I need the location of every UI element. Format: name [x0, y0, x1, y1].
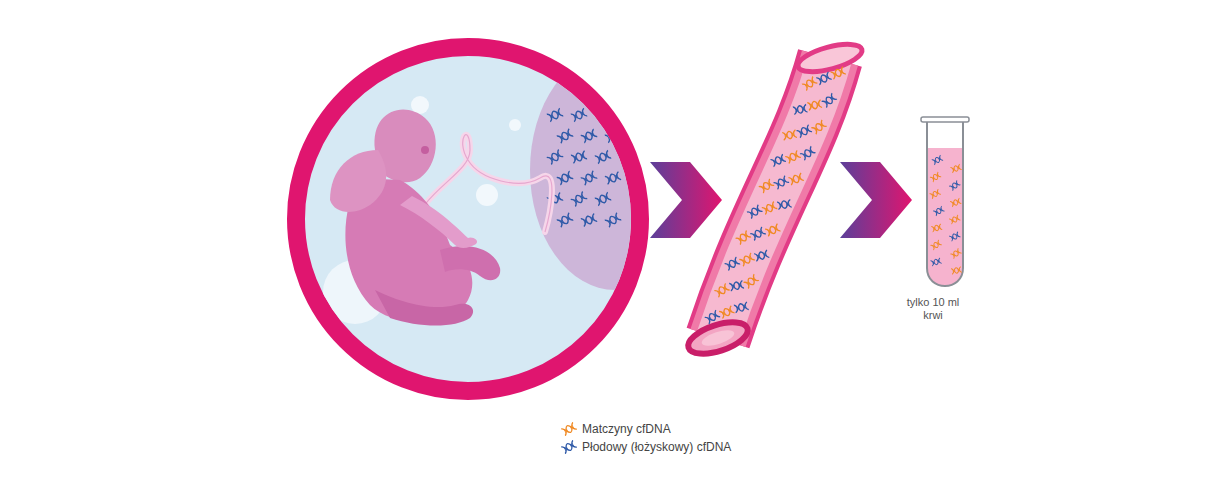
dna-icon	[571, 192, 587, 207]
blood-vessel	[685, 39, 865, 360]
dna-icon	[736, 231, 751, 245]
dna-icon	[797, 125, 812, 138]
dna-icon	[725, 257, 740, 270]
dna-icon	[747, 205, 762, 219]
dna-icon	[719, 306, 734, 319]
dna-icon	[811, 120, 826, 134]
dna-icon	[802, 77, 817, 91]
dna-icon	[739, 253, 754, 266]
dna-icon	[774, 176, 789, 189]
dna-icon	[949, 180, 960, 190]
dna-icon	[789, 173, 804, 185]
dna-icon	[759, 179, 774, 193]
dna-icon	[729, 281, 744, 291]
dna-icon	[705, 310, 720, 324]
dna-icon	[595, 150, 611, 163]
dna-icon	[930, 172, 941, 182]
dna-icon	[822, 93, 837, 107]
dna-icon	[581, 171, 597, 185]
dna-icon	[950, 198, 961, 207]
dna-icon	[931, 258, 942, 266]
dna-icon	[930, 189, 941, 198]
dna-icon	[561, 422, 576, 435]
dna-icon	[581, 129, 597, 143]
dna-icon	[744, 274, 759, 288]
dna-icon	[754, 250, 769, 261]
dna-icon	[930, 240, 941, 250]
dna-icon	[785, 150, 800, 163]
dna-icon	[734, 302, 749, 312]
dna-icon	[816, 72, 831, 85]
dna-icon	[777, 200, 792, 210]
dna-icon	[807, 100, 822, 110]
legend-row: Matczyny cfDNA	[560, 420, 731, 438]
dna-icon	[931, 224, 942, 232]
dna-icon	[950, 248, 961, 258]
dna-icon	[595, 108, 611, 123]
legend: Matczyny cfDNA Płodowy (łożyskowy) cfDNA	[560, 420, 731, 456]
legend-text: Matczyny cfDNA	[582, 422, 671, 436]
dna-icon	[771, 154, 786, 166]
dna-icon	[547, 108, 563, 121]
legend-text: Płodowy (łożyskowy) cfDNA	[582, 440, 731, 454]
dna-icon	[571, 108, 587, 121]
dna-icon	[561, 440, 576, 453]
dna-icon	[595, 192, 611, 205]
dna-icon	[547, 150, 563, 165]
dna-icon	[800, 146, 815, 160]
chevron-arrow	[650, 162, 722, 238]
dna-icon	[605, 172, 621, 184]
dna-icon	[762, 202, 777, 215]
dna-icon	[605, 129, 621, 142]
dna-icon	[581, 214, 597, 227]
dna-icon	[949, 215, 960, 224]
dna-icon	[782, 130, 797, 140]
dna-icon	[557, 213, 573, 227]
test-tube	[921, 117, 969, 286]
dna-icon	[949, 232, 960, 241]
dna-icon	[750, 227, 765, 240]
dna-icon	[950, 164, 961, 173]
fetus	[330, 109, 500, 325]
dna-icon	[932, 155, 943, 164]
dna-icon	[951, 267, 962, 274]
legend-icon	[560, 440, 578, 454]
dna-icon	[557, 171, 573, 185]
dna-icon	[714, 283, 729, 297]
volume-label: tylko 10 ml krwi	[900, 296, 966, 322]
dna-icon	[571, 151, 587, 163]
legend-row: Płodowy (łożyskowy) cfDNA	[560, 438, 731, 456]
dna-icon	[831, 67, 846, 79]
dna-icon	[605, 213, 621, 227]
dna-icon	[557, 129, 573, 143]
dna-icon	[765, 224, 780, 236]
chevron-arrow	[840, 162, 912, 238]
dna-icon	[933, 206, 944, 216]
dna-icon	[793, 104, 808, 114]
legend-icon	[560, 422, 578, 436]
